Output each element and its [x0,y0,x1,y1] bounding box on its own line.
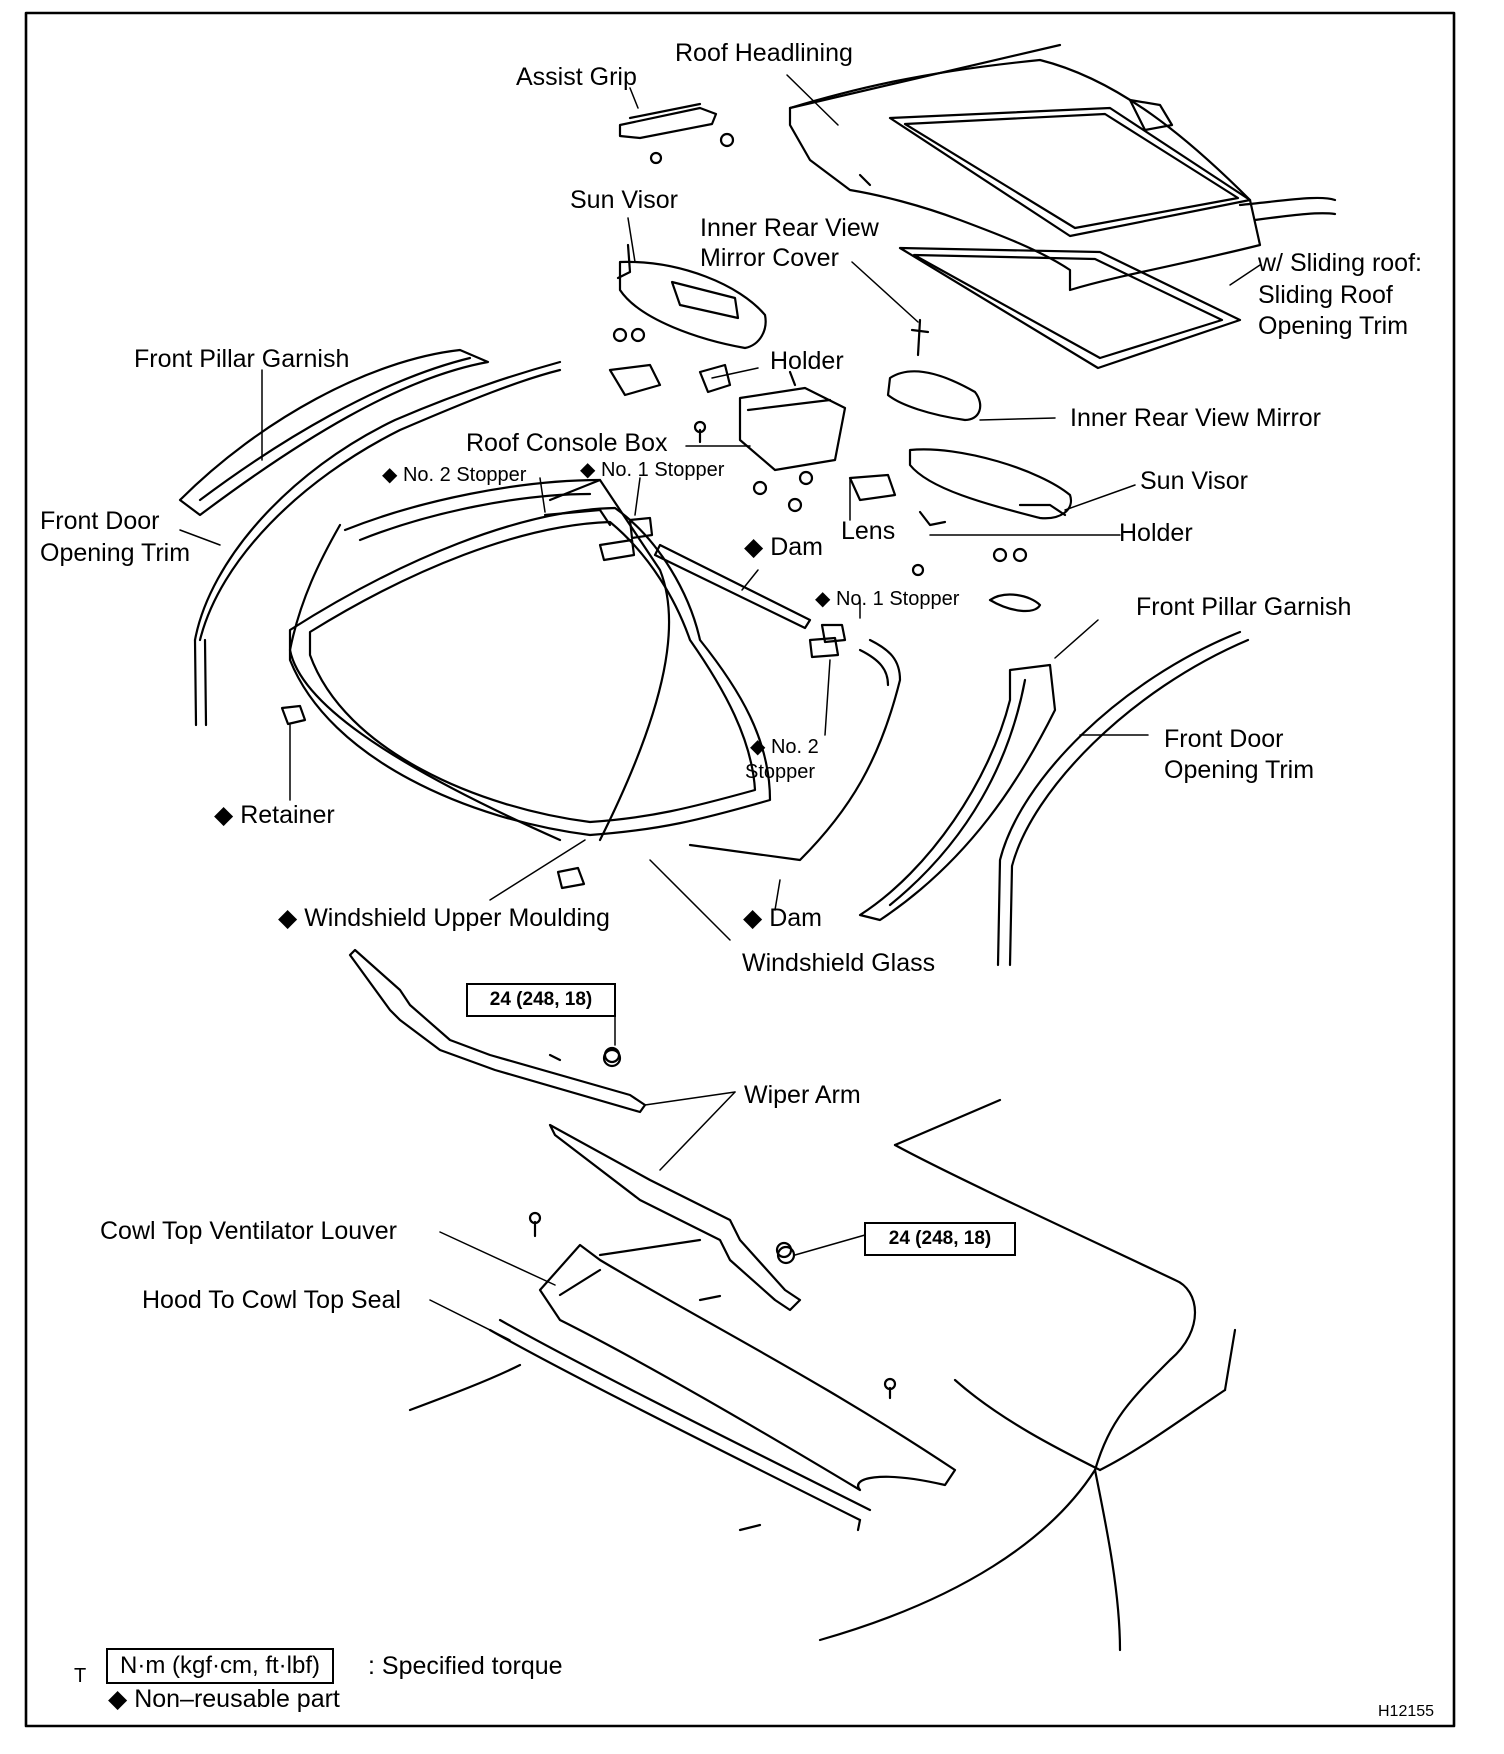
roof-headlining-drawing [788,43,1337,292]
assist-grip-drawing [618,102,735,165]
label-front-door-opening-trim-left-2: Opening Trim [40,539,191,567]
diagram-frame [24,11,1456,1728]
bolts-drawing [528,1046,897,1400]
non-reusable-mark: ◆ [108,1685,128,1713]
label-no2-stopper-lower-2: Stopper [745,761,816,783]
label-roof-headlining: Roof Headlining [675,39,853,67]
non-reusable-mark: ◆ [815,588,831,610]
leader-lines [179,74,1261,1341]
label-assist-grip: Assist Grip [516,63,637,91]
front-pillar-garnish-left-drawing [178,348,490,517]
non-reusable-mark: ◆ [744,533,764,561]
stoppers-drawing [543,508,847,659]
cowl-top-drawing [408,1243,957,1532]
label-retainer: ◆ Retainer [214,800,335,830]
legend-torque-desc: : Specified torque [368,1652,563,1680]
label-inner-rear-view-mirror-cover-2: Mirror Cover [700,244,839,272]
dam-drawing [653,543,902,862]
front-pillar-garnish-right-drawing [858,663,1057,922]
non-reusable-mark: ◆ [278,904,298,932]
label-dam-upper-text: Dam [770,533,823,561]
label-lens: Lens [841,517,896,545]
legend-torque-unit: N·m (kgf·cm, ft·lbf) [106,1648,334,1684]
windshield-upper-moulding-drawing [288,478,671,842]
label-dam-lower: ◆ Dam [743,903,822,933]
label-front-door-opening-trim-right-2: Opening Trim [1164,756,1315,784]
label-retainer-text: Retainer [240,801,335,829]
label-holder-upper: Holder [770,347,844,375]
label-windshield-upper-moulding: ◆ Windshield Upper Moulding [278,903,610,933]
label-dam-upper: ◆ Dam [744,532,823,562]
label-sliding-roof-2: Sliding Roof [1258,281,1393,309]
non-reusable-mark: ◆ [743,904,763,932]
label-front-door-opening-trim-right-1: Front Door [1164,725,1284,753]
label-sliding-roof-3: Opening Trim [1258,312,1409,340]
front-door-opening-trim-left-drawing [193,360,562,727]
label-front-pillar-garnish-right: Front Pillar Garnish [1136,593,1352,621]
label-no1-stopper-upper: ◆ No. 1 Stopper [580,458,724,482]
non-reusable-mark: ◆ [214,801,234,829]
label-inner-rear-view-mirror-cover-1: Inner Rear View [700,214,879,242]
label-no1-stopper-lower: ◆ No. 1 Stopper [815,587,959,611]
label-sun-visor-left: Sun Visor [570,186,678,214]
figure-id: H12155 [1378,1703,1435,1720]
label-holder-lower: Holder [1119,519,1193,547]
windshield-glass-drawing [288,506,772,837]
sun-visor-left-drawing [616,243,767,350]
sliding-roof-opening-trim-drawing [898,246,1242,370]
non-reusable-mark: ◆ [580,459,596,481]
label-no2-stopper-lower-1-text: No. 2 [770,736,819,758]
retainer-drawing [280,704,586,890]
torque-spec-upper: 24 (248, 18) [466,983,616,1017]
label-no2-stopper-lower-1: ◆ No. 2 [750,735,819,759]
front-door-opening-trim-right-drawing [996,630,1250,967]
label-front-pillar-garnish-left: Front Pillar Garnish [134,345,350,373]
label-windshield-upper-moulding-text: Windshield Upper Moulding [304,904,610,932]
legend-t-mark: T [74,1665,87,1687]
label-wiper-arm: Wiper Arm [744,1081,861,1109]
label-sun-visor-right: Sun Visor [1140,467,1248,495]
label-no2-stopper-upper: ◆ No. 2 Stopper [382,463,526,487]
torque-spec-lower: 24 (248, 18) [864,1222,1016,1256]
label-hood-to-cowl-top-seal: Hood To Cowl Top Seal [142,1286,401,1314]
legend-non-reusable-text: Non–reusable part [134,1685,340,1713]
label-dam-lower-text: Dam [769,904,822,932]
small-parts-drawing [608,318,1073,613]
label-no1-stopper-lower-text: No. 1 Stopper [835,588,960,610]
non-reusable-mark: ◆ [750,736,766,758]
label-no1-stopper-upper-text: No. 1 Stopper [600,459,725,481]
non-reusable-mark: ◆ [382,464,398,486]
label-windshield-glass: Windshield Glass [742,949,936,977]
legend-non-reusable: ◆ Non–reusable part [108,1684,340,1714]
body-outline-drawing [598,1098,1237,1652]
label-no2-stopper-upper-text: No. 2 Stopper [402,464,527,486]
label-front-door-opening-trim-left-1: Front Door [40,507,160,535]
label-sliding-roof-1: w/ Sliding roof: [1258,249,1422,277]
wiper-arm-drawing [348,948,802,1312]
label-roof-console-box: Roof Console Box [466,429,668,457]
label-cowl-top-ventilator-louver: Cowl Top Ventilator Louver [100,1217,397,1245]
label-inner-rear-view-mirror: Inner Rear View Mirror [1070,404,1322,432]
